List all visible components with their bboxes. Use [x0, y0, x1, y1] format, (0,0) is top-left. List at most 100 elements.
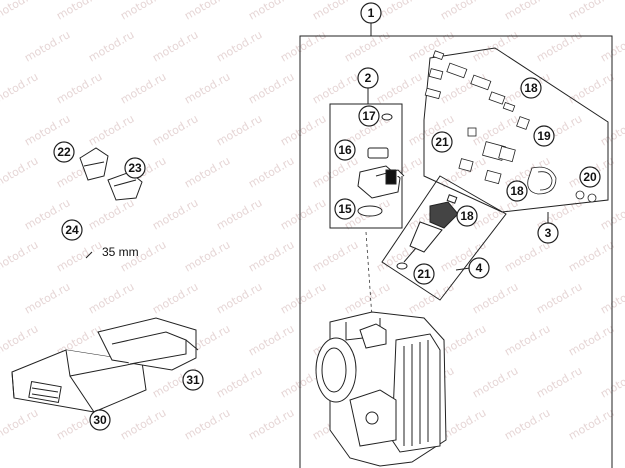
watermark-text: motod.ru	[470, 28, 520, 64]
watermark-text: motod.ru	[502, 0, 552, 23]
watermark-text: motod.ru	[566, 0, 616, 23]
watermark-text: motod.ru	[278, 196, 328, 232]
watermark-text: motod.ru	[0, 238, 40, 274]
callout-19: 19	[533, 125, 555, 147]
watermark-text: motod.ru	[406, 280, 456, 316]
watermark-text: motod.ru	[0, 70, 40, 106]
watermark-text: motod.ru	[214, 364, 264, 400]
watermark-text: motod.ru	[470, 112, 520, 148]
svg-text:20: 20	[583, 170, 597, 184]
svg-text:1: 1	[368, 6, 375, 20]
watermark-text: motod.ru	[246, 0, 296, 23]
callout-18-lower: 18	[456, 205, 478, 227]
watermark-text: motod.ru	[182, 406, 232, 442]
subkit-3-parts	[458, 127, 597, 203]
callout-20: 20	[579, 166, 601, 188]
injector-4	[396, 194, 459, 270]
watermark-text: motod.ru	[406, 28, 456, 64]
callout-24: 24	[61, 219, 83, 241]
assembly-axis	[365, 231, 373, 319]
watermark-text: motod.ru	[534, 280, 584, 316]
svg-text:18: 18	[460, 209, 474, 223]
svg-text:22: 22	[57, 145, 71, 159]
watermark-text: motod.ru	[54, 70, 104, 106]
watermark-text: motod.ru	[342, 280, 392, 316]
svg-text:23: 23	[128, 161, 142, 175]
watermark-text: motod.ru	[534, 28, 584, 64]
watermark-text: motod.ru	[86, 280, 136, 316]
callout-1: 1	[360, 2, 382, 24]
svg-text:4: 4	[476, 261, 483, 275]
watermark-text: motod.ru	[470, 280, 520, 316]
throttle-body	[315, 311, 447, 467]
svg-text:18: 18	[510, 184, 524, 198]
watermark-text: motod.ru	[566, 70, 616, 106]
callout-18-middle: 18	[506, 180, 528, 202]
callout-4: 4	[468, 257, 490, 279]
watermark-text: motod.ru	[246, 154, 296, 190]
callout-18-top: 18	[520, 77, 542, 99]
seal-17	[381, 113, 393, 121]
svg-text:21: 21	[417, 267, 431, 281]
callout-2: 2	[357, 67, 379, 89]
callout-17: 17	[358, 105, 380, 127]
clip-24	[85, 251, 93, 259]
watermark-text: motod.ru	[502, 322, 552, 358]
watermark-text: motod.ru	[86, 196, 136, 232]
watermark-text: motod.ru	[502, 238, 552, 274]
watermark-text: motod.ru	[246, 238, 296, 274]
callout-15: 15	[334, 198, 356, 220]
callout-3: 3	[537, 222, 559, 244]
watermark-text: motod.ru	[150, 196, 200, 232]
callout-group: 1 2 17 16 15 18 21 19 18 20 3 18 4 21 22…	[53, 2, 601, 431]
callout-16: 16	[334, 139, 356, 161]
watermark-text: motod.ru	[0, 322, 40, 358]
watermark-text: motod.ru	[310, 0, 360, 23]
watermark-text: motod.ru	[86, 112, 136, 148]
watermark-text: motod.ru	[310, 154, 360, 190]
svg-text:2: 2	[365, 71, 372, 85]
svg-text:19: 19	[537, 129, 551, 143]
svg-text:3: 3	[545, 226, 552, 240]
watermark-text: motod.ru	[310, 70, 360, 106]
subkit-4-outline	[381, 175, 507, 301]
watermark-text: motod.ru	[150, 112, 200, 148]
watermark-text: motod.ru	[278, 112, 328, 148]
watermark-text: motod.ru	[118, 70, 168, 106]
sensor-16	[357, 147, 405, 199]
watermark-text: motod.ru	[54, 238, 104, 274]
callout-21-upper: 21	[431, 131, 453, 153]
svg-text:15: 15	[338, 202, 352, 216]
control-unit-30	[11, 349, 147, 413]
svg-text:31: 31	[186, 373, 200, 387]
watermark-text: motod.ru	[374, 70, 424, 106]
sensor-parts-top	[424, 50, 530, 130]
watermark-text: motod.ru	[246, 406, 296, 442]
subkit-3-outline	[423, 47, 609, 213]
callout-22: 22	[53, 141, 75, 163]
watermark-text: motod.ru	[22, 280, 72, 316]
watermark-text: motod.ru	[54, 0, 104, 23]
watermark-text: motod.ru	[182, 70, 232, 106]
svg-text:21: 21	[435, 135, 449, 149]
watermark-text: motod.ru	[182, 0, 232, 23]
watermark-text: motod.ru	[214, 112, 264, 148]
watermark-text: motod.ru	[214, 280, 264, 316]
svg-text:17: 17	[362, 109, 376, 123]
watermark-text: motod.ru	[0, 406, 40, 442]
watermark-text: motod.ru	[534, 364, 584, 400]
watermark-text: motod.ru	[278, 280, 328, 316]
watermark-text: motod.ru	[438, 322, 488, 358]
watermark-text: motod.ru	[214, 196, 264, 232]
bracket-31	[97, 317, 199, 371]
watermark-text: motod.ru	[86, 28, 136, 64]
callout-21-lower: 21	[413, 263, 435, 285]
subkit-2-outline	[329, 103, 403, 229]
watermark-text: motod.ru	[566, 322, 616, 358]
watermark-text: motod.ru	[0, 154, 40, 190]
watermark-text: motod.ru	[246, 322, 296, 358]
watermark-text: motod.ru	[502, 406, 552, 442]
watermark-text: motod.ru	[150, 280, 200, 316]
callout-30: 30	[89, 409, 111, 431]
